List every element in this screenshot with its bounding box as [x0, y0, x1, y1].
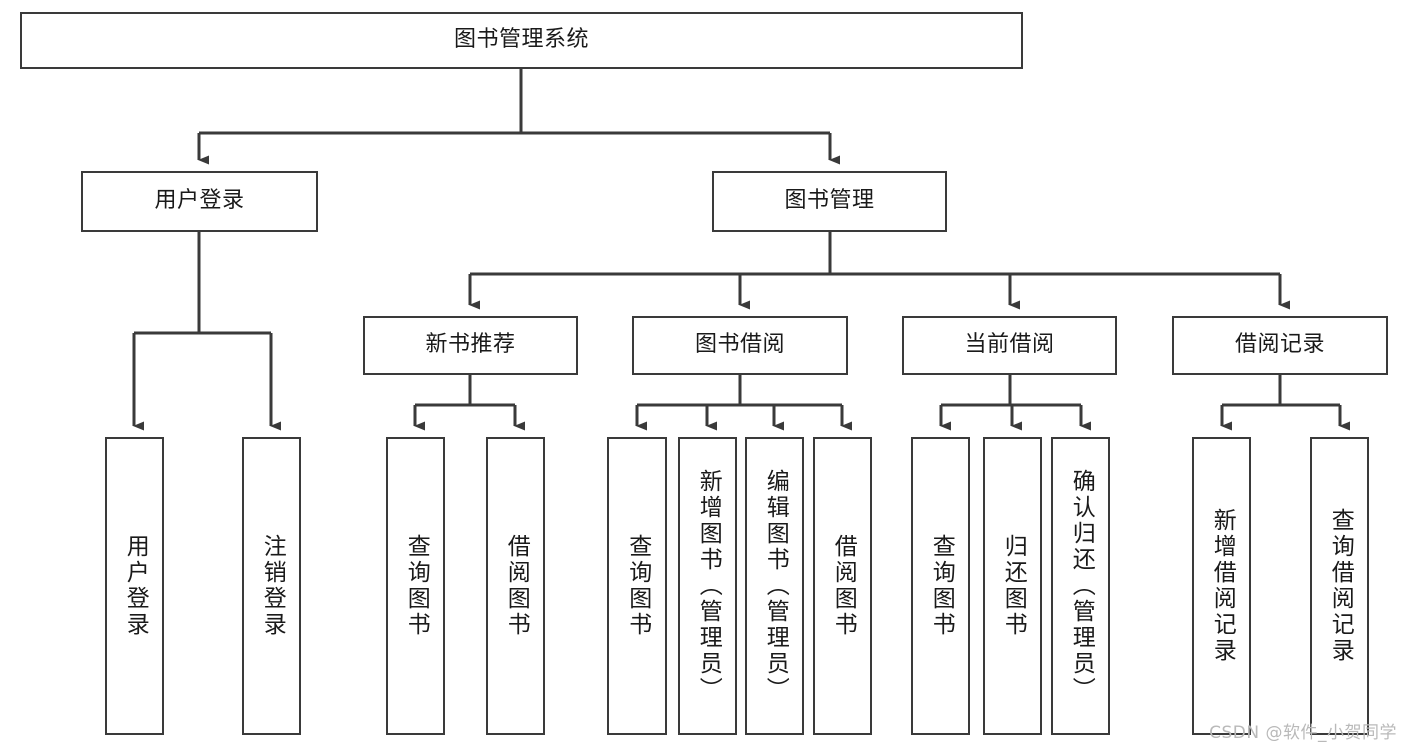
- node-borrow-record-label: 借阅记录: [1234, 332, 1325, 358]
- node-borrow-record[interactable]: 借阅记录: [1172, 316, 1388, 375]
- node-leaf-add-borrow-record[interactable]: 新增借阅记录: [1192, 437, 1251, 735]
- node-leaf-borrow-book[interactable]: 借阅图书: [813, 437, 872, 735]
- node-leaf-user-login-label: 用户登录: [122, 534, 149, 638]
- node-leaf-borrow-book-rec-label: 借阅图书: [503, 534, 530, 638]
- node-user-login[interactable]: 用户登录: [81, 171, 318, 232]
- node-current-borrow-label: 当前借阅: [964, 332, 1055, 358]
- node-leaf-borrow-book-rec[interactable]: 借阅图书: [486, 437, 545, 735]
- node-leaf-query-book-rec[interactable]: 查询图书: [386, 437, 445, 735]
- node-leaf-add-borrow-record-label: 新增借阅记录: [1209, 508, 1236, 664]
- node-leaf-logout[interactable]: 注销登录: [242, 437, 301, 735]
- node-leaf-query-book-current[interactable]: 查询图书: [911, 437, 970, 735]
- node-leaf-borrow-book-label: 借阅图书: [830, 534, 857, 638]
- node-book-borrow-label: 图书借阅: [694, 332, 785, 358]
- node-leaf-return-book-label: 归还图书: [1000, 534, 1027, 638]
- node-root[interactable]: 图书管理系统: [20, 12, 1023, 69]
- node-leaf-query-borrow-record-label: 查询借阅记录: [1327, 508, 1354, 664]
- node-new-book-recommend-label: 新书推荐: [425, 332, 516, 358]
- node-leaf-add-book-admin-label: 新增图书（管理员）: [695, 469, 722, 703]
- node-leaf-edit-book-admin[interactable]: 编辑图书（管理员）: [745, 437, 804, 735]
- node-current-borrow[interactable]: 当前借阅: [902, 316, 1117, 375]
- node-leaf-add-book-admin[interactable]: 新增图书（管理员）: [678, 437, 737, 735]
- node-leaf-logout-label: 注销登录: [259, 534, 286, 638]
- watermark-text: CSDN @软件_小贺同学: [1209, 723, 1397, 743]
- node-leaf-query-borrow-record[interactable]: 查询借阅记录: [1310, 437, 1369, 735]
- node-leaf-query-book-borrow[interactable]: 查询图书: [607, 437, 667, 735]
- node-user-login-label: 用户登录: [154, 188, 245, 214]
- node-leaf-confirm-return-admin[interactable]: 确认归还（管理员）: [1051, 437, 1110, 735]
- node-leaf-confirm-return-admin-label: 确认归还（管理员）: [1068, 469, 1095, 703]
- node-leaf-user-login[interactable]: 用户登录: [105, 437, 164, 735]
- node-leaf-query-book-rec-label: 查询图书: [403, 534, 430, 638]
- node-book-borrow[interactable]: 图书借阅: [632, 316, 848, 375]
- node-leaf-query-book-borrow-label: 查询图书: [624, 534, 651, 638]
- node-leaf-return-book[interactable]: 归还图书: [983, 437, 1042, 735]
- node-leaf-edit-book-admin-label: 编辑图书（管理员）: [762, 469, 789, 703]
- node-root-label: 图书管理系统: [453, 27, 589, 53]
- node-new-book-recommend[interactable]: 新书推荐: [363, 316, 578, 375]
- node-book-management-label: 图书管理: [784, 188, 875, 214]
- node-leaf-query-book-current-label: 查询图书: [928, 534, 955, 638]
- node-book-management[interactable]: 图书管理: [712, 171, 947, 232]
